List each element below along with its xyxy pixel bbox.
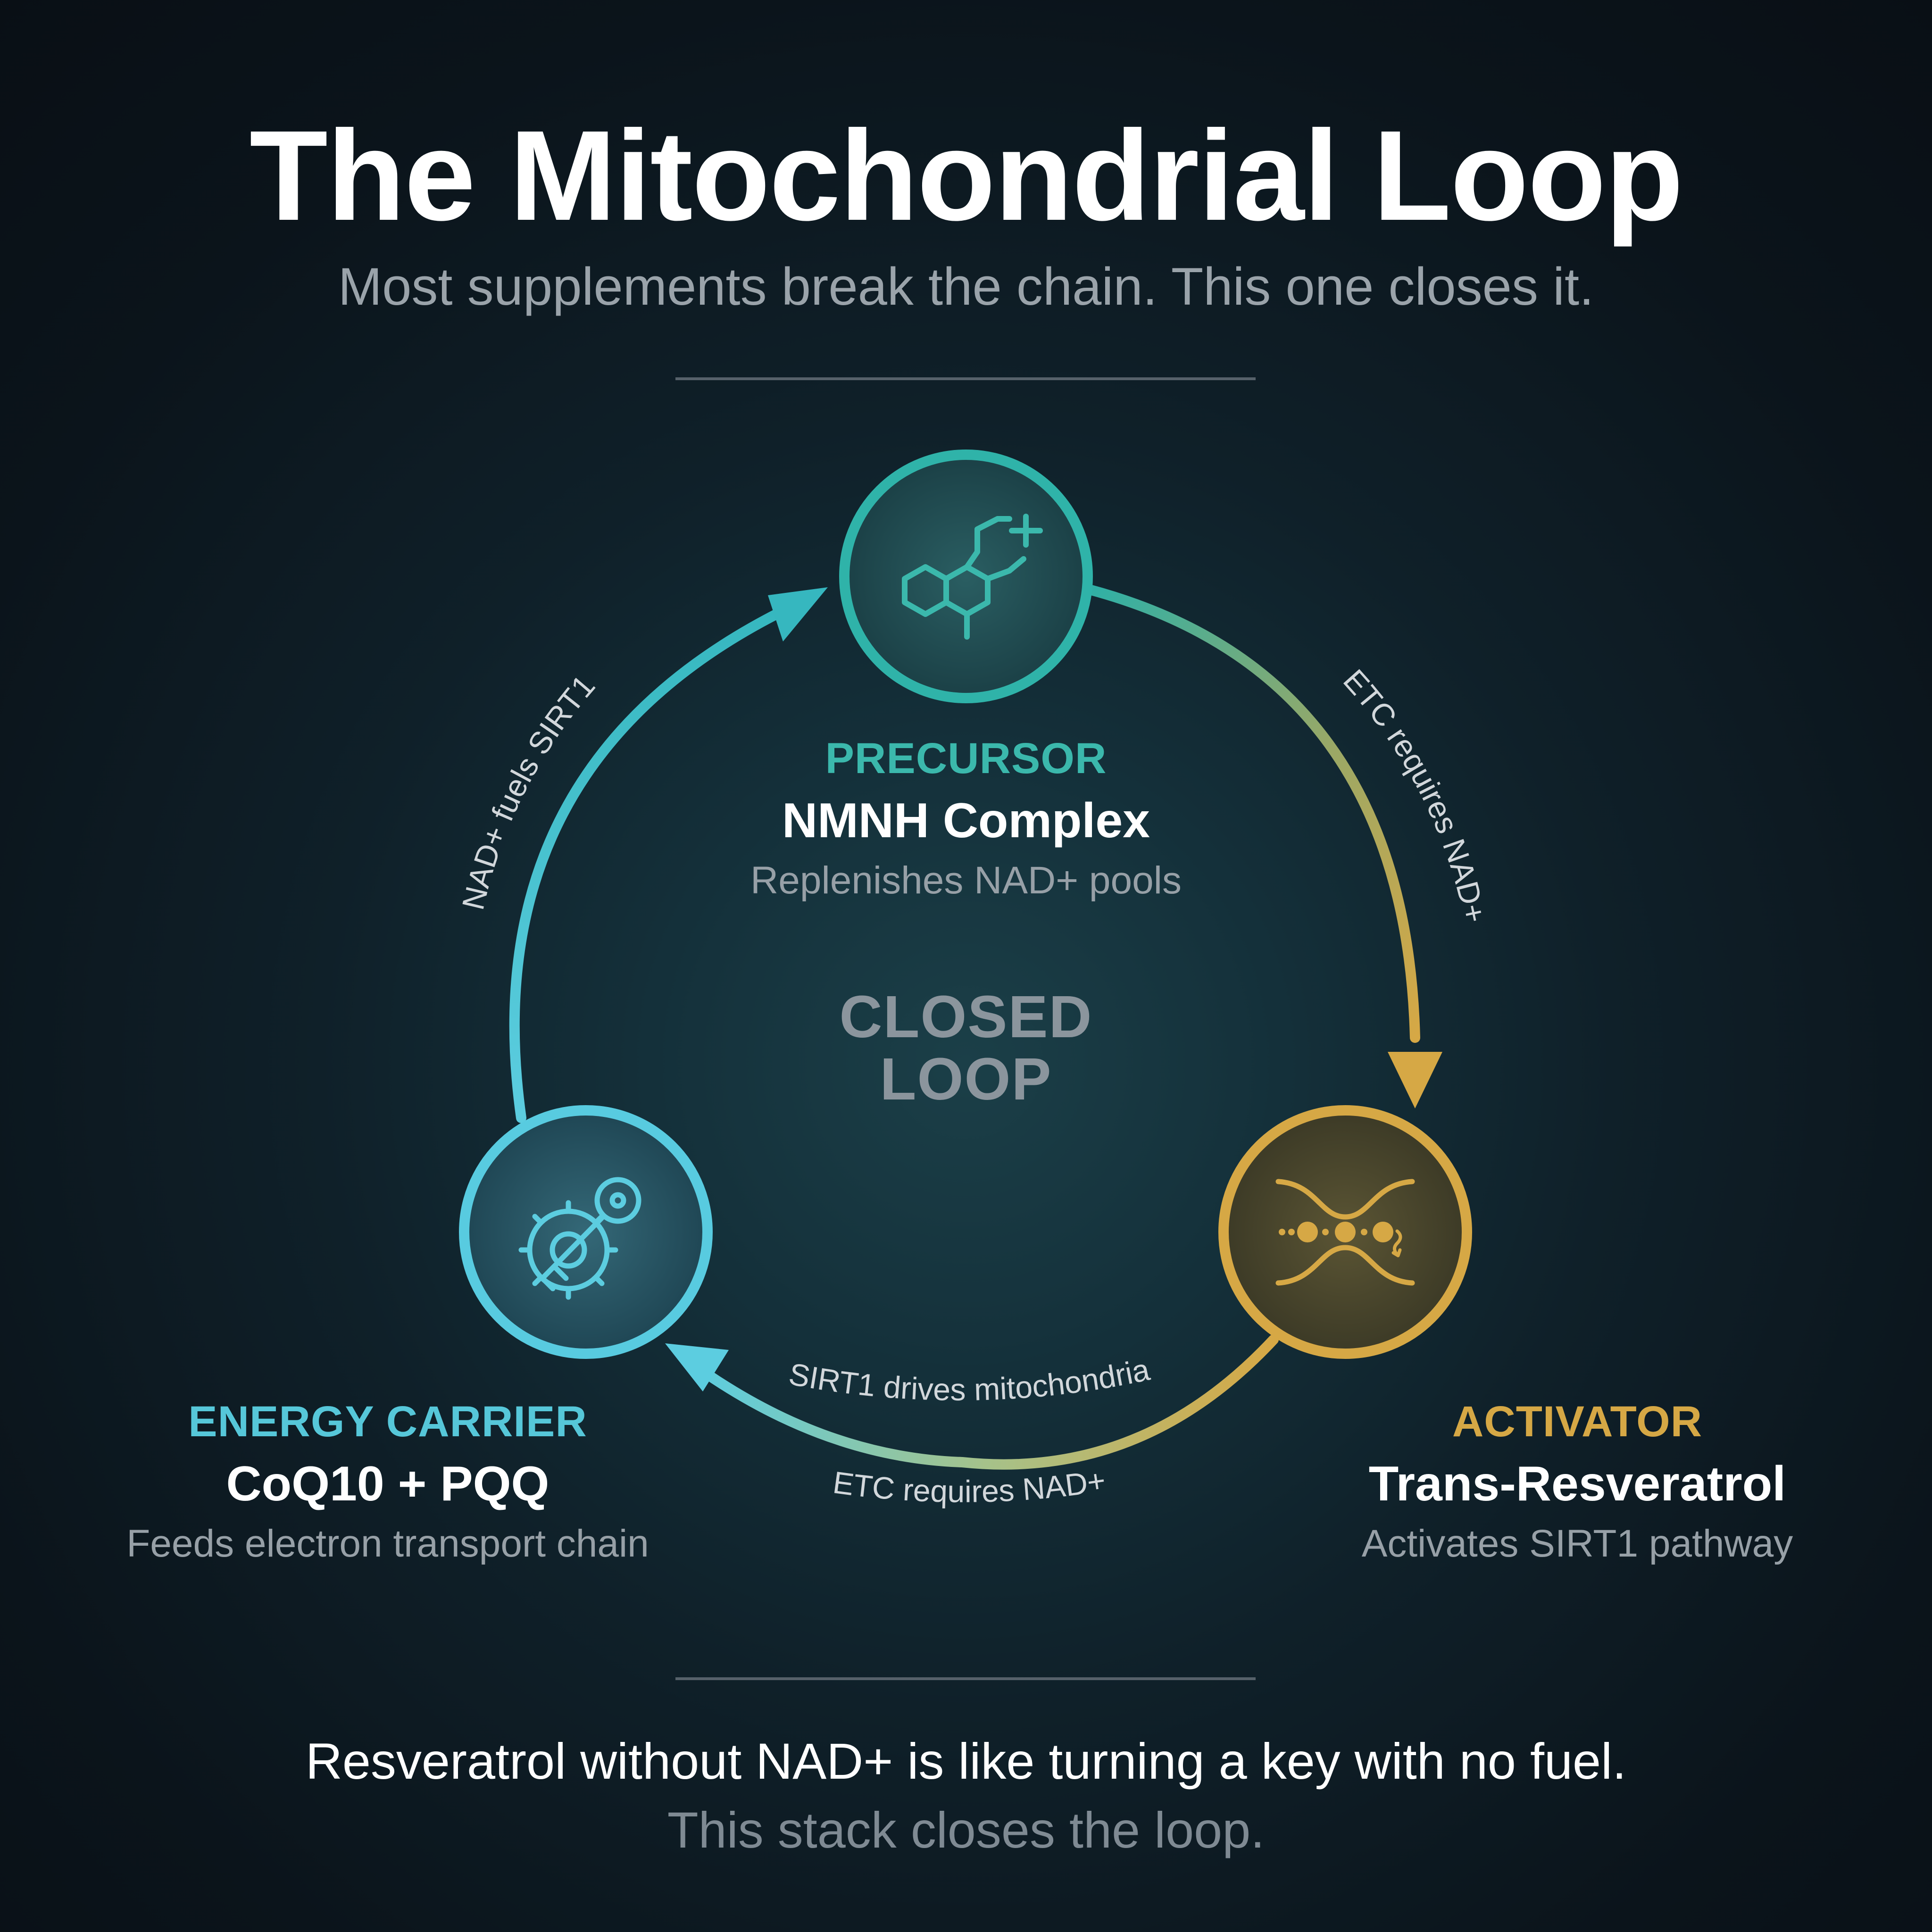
activator-description: Activates SIRT1 pathway bbox=[1361, 1522, 1793, 1565]
edge-label-activator-to-carrier-outer: ETC requires NAD+ bbox=[831, 1463, 1108, 1509]
activator-role: ACTIVATOR bbox=[1452, 1398, 1703, 1446]
activator-node bbox=[1218, 1105, 1472, 1359]
precursor-node bbox=[839, 450, 1093, 703]
energy-carrier-label-group: ENERGY CARRIER CoQ10 + PQQ Feeds electro… bbox=[58, 1400, 718, 1563]
molecule-icon bbox=[902, 514, 1043, 640]
top-divider bbox=[675, 377, 1256, 380]
activator-name: Trans-Resveratrol bbox=[1368, 1457, 1786, 1511]
bottom-divider bbox=[675, 1677, 1256, 1680]
center-label: CLOSED LOOP bbox=[730, 983, 1202, 1113]
precursor-name: NMNH Complex bbox=[782, 793, 1150, 848]
arrowhead-to-carrier bbox=[665, 1343, 729, 1391]
energy-carrier-role: ENERGY CARRIER bbox=[188, 1398, 587, 1446]
edge-label-activator-to-carrier-inner: SIRT1 drives mitochondria bbox=[786, 1352, 1153, 1407]
arc-precursor-to-activator bbox=[1084, 584, 1420, 1043]
center-label-line2: LOOP bbox=[880, 1046, 1052, 1113]
activator-label-group: ACTIVATOR Trans-Resveratrol Activates SI… bbox=[1247, 1400, 1907, 1563]
page-subtitle: Most supplements break the chain. This o… bbox=[338, 257, 1594, 316]
arc-activator-to-carrier bbox=[693, 1334, 1279, 1470]
precursor-label-group: PRECURSOR NMNH Complex Replenishes NAD+ … bbox=[636, 737, 1296, 900]
footer-tagline: This stack closes the loop. bbox=[667, 1801, 1265, 1858]
footer-statement: Resveratrol without NAD+ is like turning… bbox=[305, 1732, 1627, 1790]
arrowhead-to-activator bbox=[1388, 1052, 1442, 1108]
page-title: The Mitochondrial Loop bbox=[249, 104, 1683, 247]
precursor-description: Replenishes NAD+ pools bbox=[750, 859, 1182, 902]
arc-carrier-to-precursor bbox=[509, 603, 793, 1123]
energy-carrier-description: Feeds electron transport chain bbox=[126, 1522, 649, 1565]
pathway-icon bbox=[1275, 1179, 1415, 1286]
energy-carrier-name: CoQ10 + PQQ bbox=[226, 1457, 550, 1511]
energy-carrier-node bbox=[459, 1105, 713, 1359]
precursor-role: PRECURSOR bbox=[825, 734, 1107, 783]
gear-key-icon bbox=[518, 1177, 641, 1300]
center-label-line1: CLOSED bbox=[839, 983, 1093, 1050]
arrowhead-to-precursor bbox=[768, 587, 828, 641]
